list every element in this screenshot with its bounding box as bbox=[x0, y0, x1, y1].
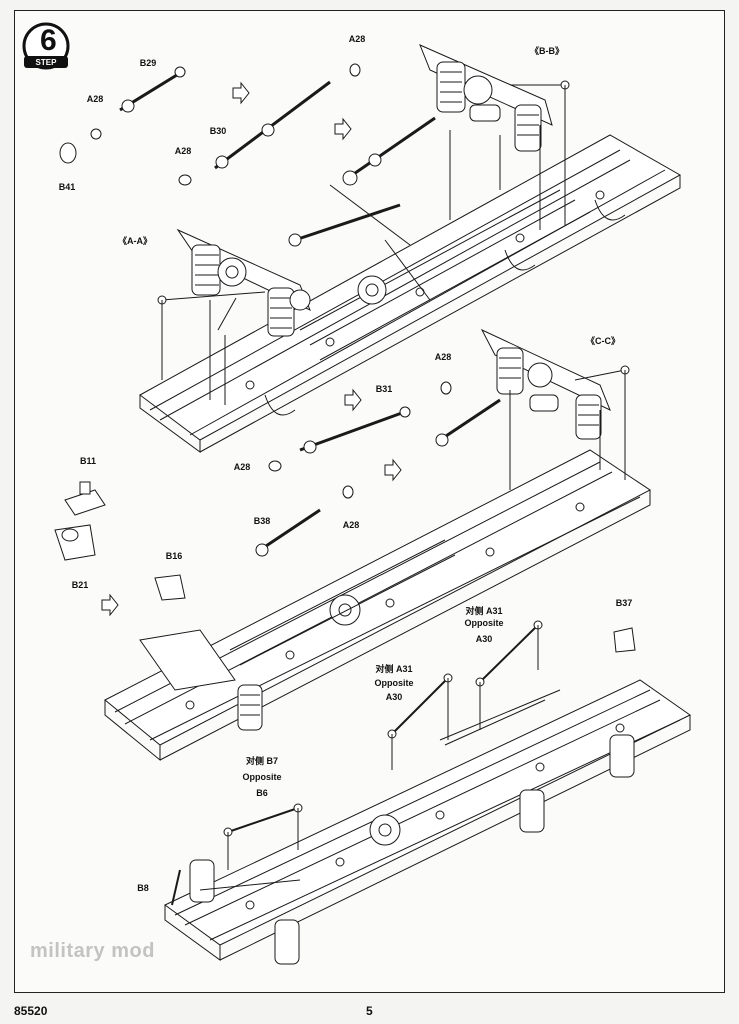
part-label-a28-6: A28 bbox=[342, 520, 360, 530]
step-badge: 6 STEP bbox=[20, 22, 72, 74]
step-word: STEP bbox=[35, 58, 57, 67]
lower-chassis-frame bbox=[164, 679, 691, 965]
part-label-b11: B11 bbox=[79, 456, 97, 466]
part-label-b37: B37 bbox=[615, 598, 633, 608]
part-label-a31-top-cn: 对侧 A31 bbox=[465, 606, 503, 616]
axle-c-c bbox=[480, 328, 630, 490]
part-label-b38: B38 bbox=[253, 516, 271, 526]
footer-kit-code: 85520 bbox=[14, 1004, 48, 1018]
part-label-b16: B16 bbox=[165, 551, 183, 561]
side-parts bbox=[54, 481, 263, 731]
part-label-b7-cn: 对侧 B7 bbox=[245, 756, 279, 766]
part-label-b6: B6 bbox=[256, 788, 268, 798]
part-label-a30-top: A30 bbox=[475, 634, 493, 644]
part-label-b29: B29 bbox=[139, 58, 157, 68]
part-label-b8: B8 bbox=[137, 883, 149, 893]
part-label-a30-mid: A30 bbox=[385, 692, 403, 702]
step-number: 6 bbox=[40, 24, 57, 57]
view-label-bb: 《B-B》 bbox=[530, 46, 564, 56]
lower-links bbox=[171, 620, 636, 906]
part-label-a28-5: A28 bbox=[233, 462, 251, 472]
footer-page-number: 5 bbox=[366, 1004, 373, 1018]
step-circle-icon bbox=[22, 22, 70, 70]
part-label-a28-4: A28 bbox=[434, 352, 452, 362]
watermark: military mod bbox=[30, 940, 155, 962]
upper-chassis-frame bbox=[139, 134, 682, 453]
upper-drive-shafts bbox=[59, 63, 436, 305]
axle-b-b bbox=[419, 44, 570, 230]
part-label-a28-2: A28 bbox=[86, 94, 104, 104]
part-label-a31-top-en: Opposite bbox=[464, 618, 504, 628]
part-label-b21: B21 bbox=[71, 580, 89, 590]
part-label-b7-en: Opposite bbox=[242, 772, 282, 782]
part-label-b41: B41 bbox=[58, 182, 76, 192]
part-label-a31-mid-en: Opposite bbox=[374, 678, 414, 688]
axle-a-a bbox=[157, 228, 311, 405]
part-label-b31: B31 bbox=[375, 384, 393, 394]
part-label-a28-1: A28 bbox=[348, 34, 366, 44]
middle-chassis-frame bbox=[104, 449, 651, 762]
part-label-b30: B30 bbox=[209, 126, 227, 136]
view-label-cc: 《C-C》 bbox=[586, 336, 620, 346]
view-label-aa: 《A-A》 bbox=[118, 236, 152, 246]
part-label-a28-3: A28 bbox=[174, 146, 192, 156]
middle-drive-shafts bbox=[101, 381, 501, 617]
part-label-a31-mid-cn: 对侧 A31 bbox=[375, 664, 413, 674]
